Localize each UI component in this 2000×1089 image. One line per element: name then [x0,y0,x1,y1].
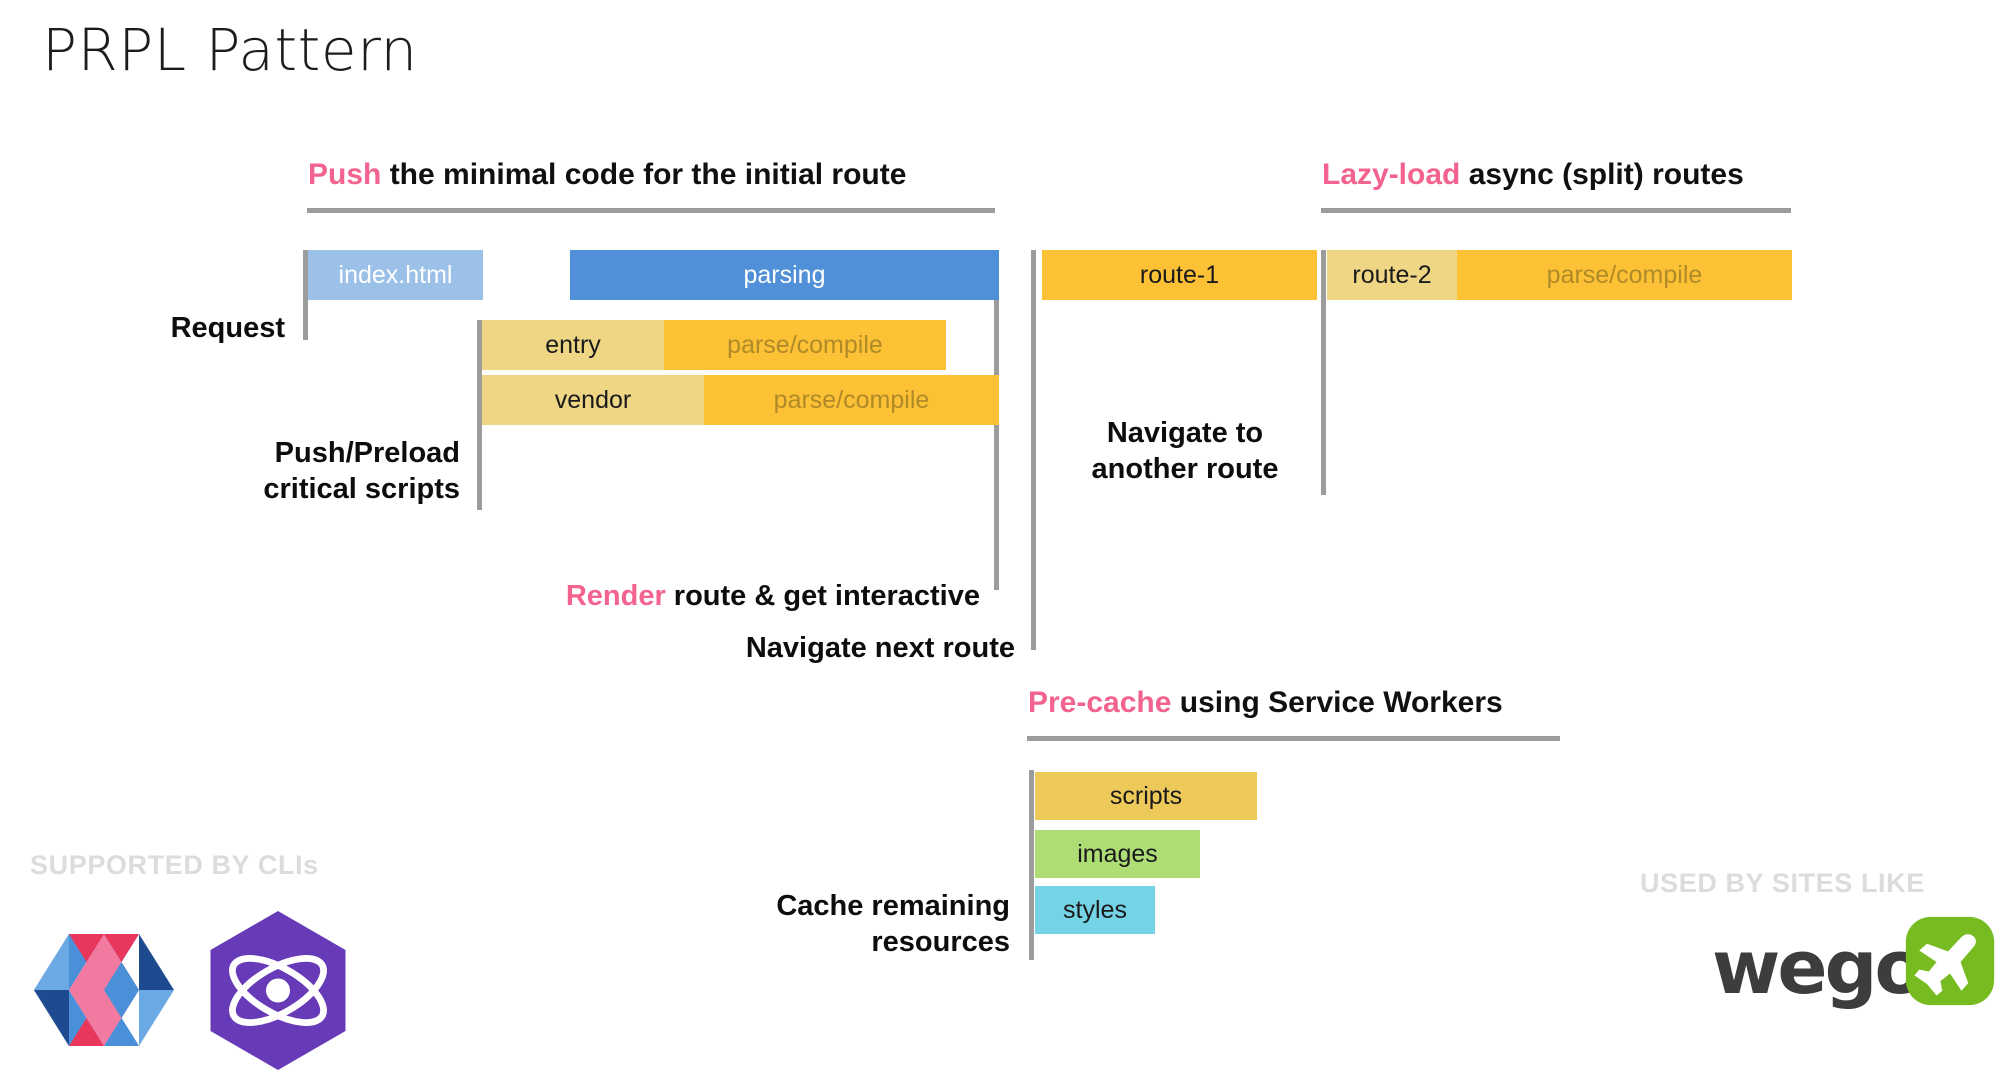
section-rule-lazy [1321,208,1791,213]
bar-segment-route-2: route-2 [1327,250,1457,300]
guideline-cache [1029,770,1034,960]
polymer-logo-icon [34,934,174,1046]
bar-index-html[interactable]: index.html [308,250,483,300]
section-heading-lazy: Lazy-load async (split) routes [1322,160,1744,190]
page-title: PRPL Pattern [42,16,418,84]
label-navigate-another: Navigate to another route [1091,417,1279,486]
label-render: Render route & get interactive [380,542,980,615]
bar-entry[interactable]: entry parse/compile [482,320,946,370]
section-heading-lazy-accent: Lazy-load [1322,158,1461,191]
bar-segment-images: images [1035,830,1200,878]
bar-segment-vendor-parse-compile: parse/compile [704,375,999,425]
bar-segment-parsing: parsing [570,250,999,300]
bar-segment-route-2-parse-compile: parse/compile [1457,250,1792,300]
wego-logo: wego [1712,916,1995,1035]
footer-caption-supported-by: SUPPORTED BY CLIs [30,850,319,880]
bar-segment-styles: styles [1035,886,1155,934]
bar-segment-vendor: vendor [482,375,704,425]
section-heading-precache: Pre-cache using Service Workers [1028,688,1503,718]
label-render-accent: Render [565,580,666,613]
section-heading-push-accent: Push [308,158,382,191]
bar-route-1[interactable]: route-1 [1042,250,1317,300]
bar-segment-route-1: route-1 [1042,250,1317,300]
guideline-navigate-another [1321,250,1326,495]
bar-vendor[interactable]: vendor parse/compile [482,375,999,425]
section-rule-precache [1027,736,1560,741]
wego-wordmark: wego [1712,925,1925,1011]
label-navigate-next: Navigate next route [745,632,1015,664]
section-heading-precache-accent: Pre-cache [1028,686,1172,719]
bar-segment-scripts: scripts [1035,772,1257,820]
section-heading-push-rest: the minimal code for the initial route [381,158,907,191]
bar-scripts[interactable]: scripts [1035,772,1257,820]
guideline-navigate-next [1031,250,1036,650]
bar-segment-index-html: index.html [308,250,483,300]
bar-styles[interactable]: styles [1035,886,1155,934]
preact-logo-icon [210,911,346,1070]
wego-plane-icon [1905,916,1995,1006]
preact-logo [198,908,358,1070]
label-render-rest: route & get interactive [665,580,980,613]
bar-route-2[interactable]: route-2 parse/compile [1327,250,1792,300]
bar-segment-entry-parse-compile: parse/compile [664,320,946,370]
section-heading-lazy-rest: async (split) routes [1460,158,1744,191]
bar-parsing[interactable]: parsing [570,250,999,300]
label-cache-remaining: Cache remaining resources [776,890,1010,959]
footer-caption-used-by: USED BY SITES LIKE [1640,868,1925,898]
section-heading-push: Push the minimal code for the initial ro… [308,160,906,190]
guideline-push-preload [477,320,482,510]
bar-images[interactable]: images [1035,830,1200,878]
section-rule-push [307,208,995,213]
guideline-request [303,250,308,340]
label-push-preload: Push/Preload critical scripts [263,437,460,506]
section-heading-precache-rest: using Service Workers [1171,686,1503,719]
bar-segment-entry: entry [482,320,664,370]
label-request: Request [170,312,285,344]
polymer-logo [34,920,174,1060]
